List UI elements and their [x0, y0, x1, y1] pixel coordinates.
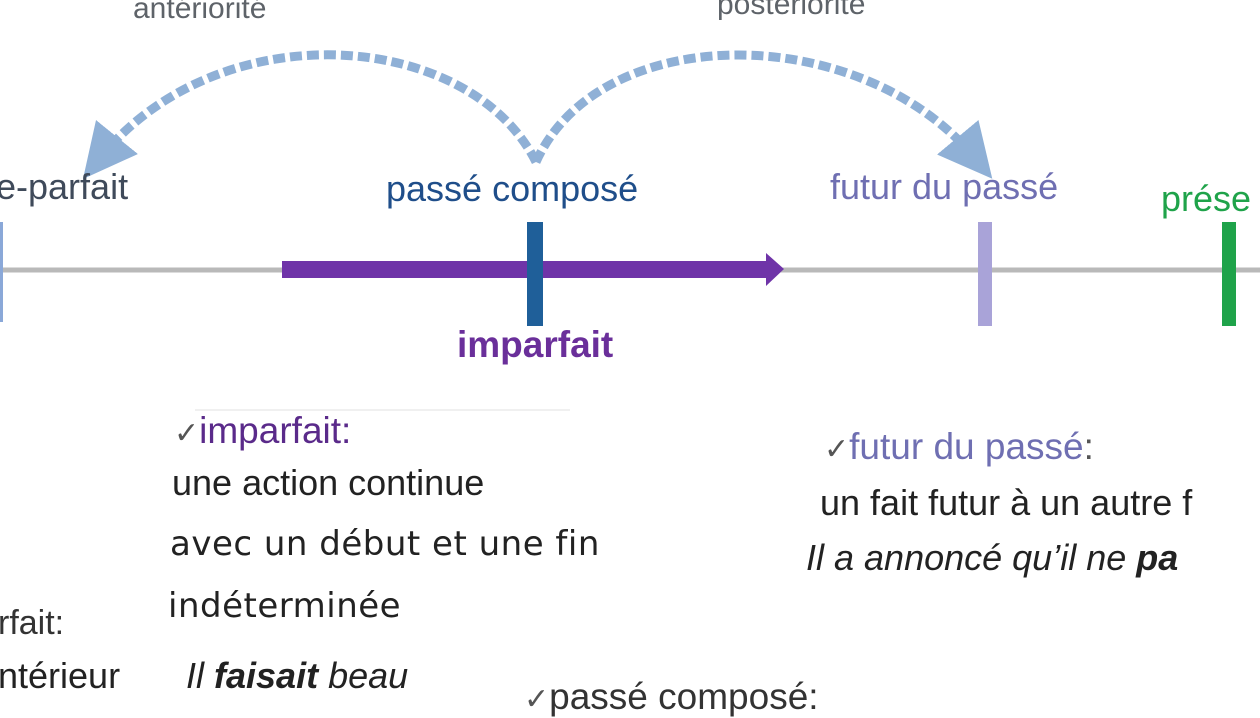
imparfait-example-post: beau: [318, 655, 409, 696]
futur-du-passe-label: futur du passé: [830, 166, 1059, 207]
imparfait-duration-bar: [282, 261, 768, 278]
check-icon: ✓: [524, 683, 550, 716]
imparfait-arrowhead: [766, 253, 784, 286]
futur-du-passe-line1: un fait futur à un autre f: [820, 482, 1193, 523]
passe-compose-note-title: ✓passé composé:: [524, 676, 819, 718]
imparfait-line3: indéterminée: [168, 586, 402, 626]
imparfait-note-title: ✓imparfait:: [174, 410, 351, 452]
plus-que-parfait-label: e-parfait: [0, 166, 129, 207]
tick-plus-que-parfait: [0, 222, 3, 322]
futur-du-passe-title-colon: :: [1083, 426, 1094, 467]
imparfait-example-pre: Il: [186, 655, 215, 696]
futur-du-passe-title: futur du passé: [849, 426, 1084, 467]
imparfait-line2: avec un début et une fin: [170, 524, 600, 564]
futur-du-passe-example-bold: pa: [1136, 537, 1179, 578]
anteriorite-arc: [82, 50, 541, 179]
passe-compose-label: passé composé: [386, 168, 639, 209]
check-icon: ✓: [824, 433, 850, 466]
imparfait-title: imparfait:: [199, 410, 352, 451]
pqp-note-title: rfait:: [0, 604, 65, 642]
futur-du-passe-note-title: ✓futur du passé:: [824, 426, 1094, 468]
futur-du-passe-example-pre: Il a annoncé qu’il ne: [806, 537, 1137, 578]
futur-du-passe-example: Il a annoncé qu’il ne pa: [806, 537, 1178, 579]
pqp-note-line1: ntérieur: [0, 655, 121, 696]
imparfait-line1: une action continue: [172, 462, 485, 503]
imparfait-axis-label: imparfait: [457, 324, 614, 365]
posteriorite-label: postériorité: [717, 0, 866, 21]
anteriorite-label: antériorité: [133, 0, 267, 25]
check-icon: ✓: [174, 417, 200, 450]
posteriorite-arc: [531, 50, 993, 179]
imparfait-example: Il faisait beau: [186, 655, 408, 697]
tick-futur-du-passe: [978, 222, 992, 326]
tick-passe-compose: [527, 222, 543, 326]
present-label: prése: [1161, 178, 1252, 219]
passe-compose-title: passé composé:: [549, 676, 819, 717]
imparfait-example-verb: faisait: [214, 655, 319, 696]
tick-present: [1222, 222, 1236, 326]
